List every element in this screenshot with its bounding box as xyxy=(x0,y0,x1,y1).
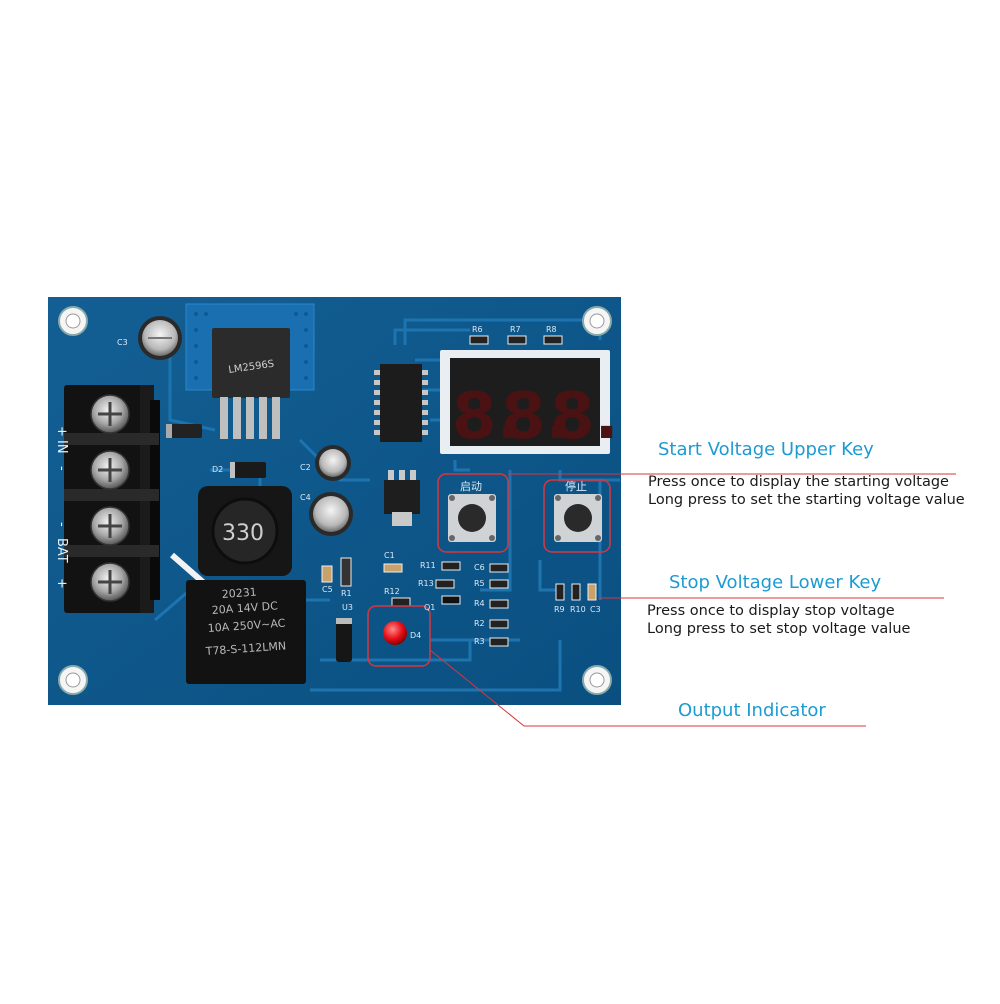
label-c4: C4 xyxy=(300,493,311,502)
display-digit-1: 8. xyxy=(452,380,521,454)
terminal-block xyxy=(64,385,160,613)
label-c1: C1 xyxy=(384,551,395,560)
terminal-label-plus-in: + xyxy=(54,426,69,437)
stop-button-label: 停止 xyxy=(565,479,587,493)
label-u3: U3 xyxy=(342,603,353,612)
ic-chip xyxy=(374,364,428,442)
stop-key-highlight xyxy=(543,479,611,553)
start-button-label: 启动 xyxy=(460,480,482,493)
label-c2: C2 xyxy=(300,463,311,472)
start-button[interactable] xyxy=(448,494,496,542)
label-r5: R5 xyxy=(474,579,485,588)
terminal-labels: + IN - - BAT + xyxy=(54,426,69,589)
stop-key-desc-1: Press once to display stop voltage xyxy=(647,603,895,619)
output-indicator-highlight xyxy=(367,605,431,667)
label-r11: R11 xyxy=(420,561,436,570)
label-c5: C5 xyxy=(322,585,333,594)
label-r12: R12 xyxy=(384,587,400,596)
inductor xyxy=(198,486,292,576)
display-digit-2: 8. xyxy=(501,380,570,454)
terminal-label-in: IN xyxy=(54,440,69,454)
label-r2: R2 xyxy=(474,619,485,628)
start-key-desc-1: Press once to display the starting volta… xyxy=(648,474,949,490)
inductor-marking: 330 xyxy=(222,521,264,546)
stop-key-title: Stop Voltage Lower Key xyxy=(669,572,882,593)
label-r13: R13 xyxy=(418,579,434,588)
terminal-label-bat: BAT xyxy=(54,538,69,563)
relay-markings: T78-S-112LMN 10A 250V~AC 20A 14V DC 2023… xyxy=(204,586,286,658)
label-r1: R1 xyxy=(341,589,352,598)
relay xyxy=(186,580,306,684)
sot-regulator xyxy=(384,470,420,526)
terminal-label-minus-in: - xyxy=(54,466,69,471)
label-r9: R9 xyxy=(554,605,565,614)
start-key-desc-2: Long press to set the starting voltage v… xyxy=(648,492,965,508)
label-r7: R7 xyxy=(510,325,521,334)
terminal-label-minus-bat: - xyxy=(54,522,69,527)
terminal-label-plus-bat: + xyxy=(54,578,69,589)
stop-button[interactable] xyxy=(554,494,602,542)
capacitor-c4 xyxy=(309,492,353,536)
capacitor-c3 xyxy=(138,316,182,360)
label-r8: R8 xyxy=(546,325,557,334)
callout-leader-lines xyxy=(429,473,956,727)
relay-marking-line1: T78-S-112LMN xyxy=(204,639,286,658)
display-digit-3: 8. xyxy=(550,380,619,454)
seven-segment-display xyxy=(440,350,610,454)
output-indicator-leader-line xyxy=(429,649,866,727)
label-d4: D4 xyxy=(410,631,421,640)
label-c3-top: C3 xyxy=(117,338,128,347)
label-c3-right: C3 xyxy=(590,605,601,614)
label-c6: C6 xyxy=(474,563,485,572)
start-key-title: Start Voltage Upper Key xyxy=(658,439,874,460)
diode-d2 xyxy=(230,462,266,478)
voltage-regulator xyxy=(185,303,315,439)
label-r4: R4 xyxy=(474,599,485,608)
diode-vertical xyxy=(336,618,352,662)
label-d2: D2 xyxy=(212,465,223,474)
label-r10: R10 xyxy=(570,605,586,614)
start-key-highlight xyxy=(437,473,509,553)
label-r3: R3 xyxy=(474,637,485,646)
relay-marking-line4: 20231 xyxy=(221,586,257,601)
smd-diode-left xyxy=(166,424,202,438)
relay-marking-line3: 20A 14V DC xyxy=(211,599,278,617)
output-led xyxy=(383,621,407,645)
label-r6: R6 xyxy=(472,325,483,334)
mounting-holes xyxy=(58,306,612,695)
relay-marking-line2: 10A 250V~AC xyxy=(207,617,286,635)
stop-key-desc-2: Long press to set stop voltage value xyxy=(647,621,911,637)
label-q1: Q1 xyxy=(424,603,435,612)
capacitor-c2 xyxy=(315,445,351,481)
output-indicator-title: Output Indicator xyxy=(678,700,826,721)
